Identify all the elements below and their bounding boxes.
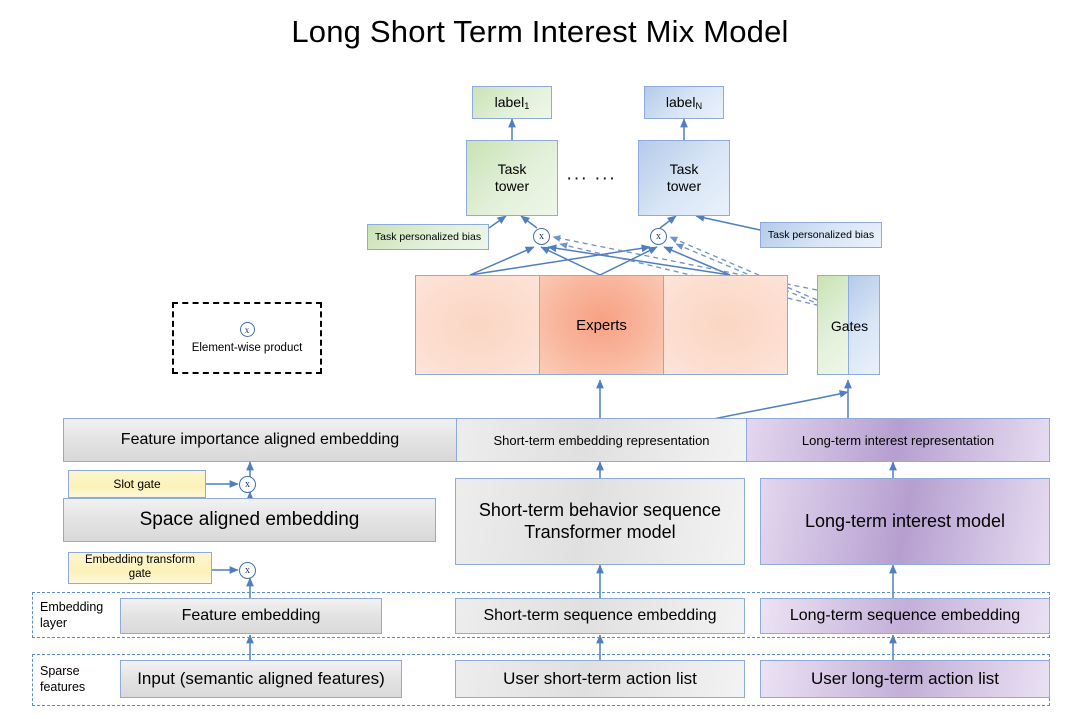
task-tower-left: Task tower	[466, 140, 558, 216]
repr-feature-importance-aligned-embedding: Feature importance aligned embedding	[64, 419, 456, 461]
page-title: Long Short Term Interest Mix Model	[291, 14, 789, 49]
user-long-term-action-list-box: User long-term action list	[760, 660, 1050, 698]
label-n-text: labelN	[665, 93, 703, 111]
legend-element-wise-product: x Element-wise product	[172, 302, 322, 374]
experts-block: Experts	[415, 275, 788, 375]
element-wise-product-icon: x	[239, 322, 255, 337]
experts-label: Experts	[576, 316, 627, 334]
gates-block: Gates	[817, 275, 880, 375]
repr-long-term-interest: Long-term interest representation	[746, 419, 1049, 461]
long-term-sequence-embedding-box: Long-term sequence embedding	[760, 598, 1050, 634]
sparse-features-band-label: Sparse features	[40, 664, 86, 694]
space-aligned-embedding-box: Space aligned embedding	[63, 498, 436, 542]
repr-short-term-embedding: Short-term embedding representation	[456, 419, 746, 461]
expert-cell-2: Experts	[539, 276, 663, 374]
task-tower-right: Task tower	[638, 140, 730, 216]
label-n-box: labelN	[644, 86, 724, 119]
user-short-term-action-list-box: User short-term action list	[455, 660, 745, 698]
feature-embedding-box: Feature embedding	[120, 598, 382, 634]
gates-label: Gates	[830, 318, 869, 334]
representation-row: Feature importance aligned embedding Sho…	[63, 418, 1050, 462]
label-1-box: label1	[472, 86, 552, 119]
embedding-transform-product-node: x	[239, 562, 256, 579]
slot-gate-box: Slot gate	[68, 470, 206, 498]
task-tower-ellipsis: ··· ···	[566, 168, 617, 189]
element-wise-product-node-right: x	[650, 228, 667, 245]
slot-gate-product-node: x	[239, 476, 256, 493]
short-term-sequence-embedding-box: Short-term sequence embedding	[455, 598, 745, 634]
embedding-transform-gate-box: Embedding transform gate	[68, 552, 212, 584]
expert-cell-3	[663, 276, 787, 374]
short-term-transformer-model-box: Short-term behavior sequence Transformer…	[455, 478, 745, 565]
input-semantic-aligned-features-box: Input (semantic aligned features)	[120, 660, 402, 698]
long-term-interest-model-box: Long-term interest model	[760, 478, 1050, 565]
legend-caption: Element-wise product	[191, 342, 303, 354]
label-1-text: label1	[494, 93, 530, 111]
embedding-layer-band-label: Embedding layer	[40, 600, 104, 630]
element-wise-product-node-left: x	[533, 228, 550, 245]
task-personalized-bias-right: Task personalized bias	[760, 222, 882, 248]
expert-cell-1	[416, 276, 539, 374]
task-personalized-bias-left: Task personalized bias	[367, 224, 489, 250]
